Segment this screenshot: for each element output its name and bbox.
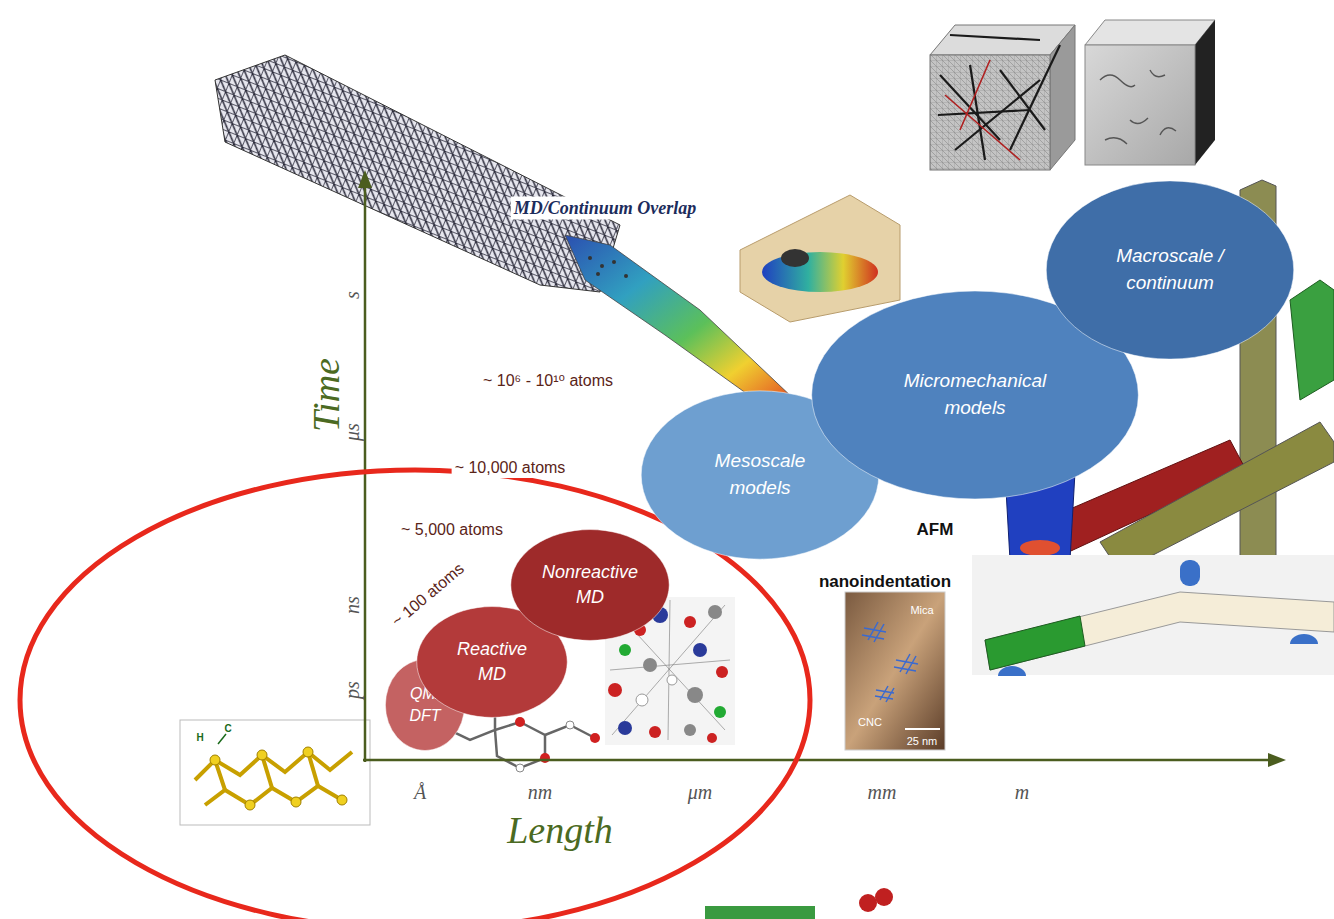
molecule-panel: [180, 720, 370, 825]
partial-figure: [705, 888, 893, 919]
atom-count: ~ 10⁶ - 10¹⁰ atoms: [483, 371, 613, 390]
node-label: Micromechanical models: [893, 368, 1058, 421]
axis-title: Time: [304, 358, 348, 432]
node-label: Macroscale / continuum: [1109, 243, 1231, 296]
axis-tick: ns: [341, 596, 364, 614]
axes: [358, 170, 1286, 767]
image-label: CNC: [858, 716, 882, 728]
axis-tick: nm: [528, 781, 552, 804]
axis-title: Length: [507, 808, 613, 852]
figure-title: MD/Continuum Overlap: [511, 197, 700, 220]
ellipse-shape: [510, 529, 670, 641]
axis-tick: m: [1015, 781, 1029, 804]
axis-tick: s: [341, 291, 364, 299]
node-label: Nonreactive MD: [530, 560, 650, 610]
crystal-lattice: [215, 55, 620, 292]
node-label: Mesoscale models: [704, 448, 816, 501]
axis-tick: Å: [414, 781, 426, 804]
crack-model: [740, 195, 900, 322]
method-label: AFM: [917, 520, 954, 540]
atom-count: ~ 10,000 atoms: [452, 458, 569, 478]
ellipse-shape: [1045, 180, 1295, 360]
atom-symbol: H: [196, 732, 203, 743]
composite-cubes: [930, 20, 1215, 170]
atom-count: ~ 5,000 atoms: [401, 521, 503, 539]
scale-ellipse: Nonreactive MD: [510, 529, 670, 641]
scale-ellipse: Macroscale / continuum: [1045, 180, 1295, 360]
scale-label: 25 nm: [907, 735, 938, 747]
axis-tick: ps: [341, 681, 364, 699]
image-label: Mica: [910, 604, 933, 616]
afm-image: [845, 592, 945, 750]
method-label: nanoindentation: [819, 572, 951, 592]
nanoindentation-beam: [972, 555, 1334, 676]
node-label: Reactive MD: [450, 637, 534, 687]
axis-tick: mm: [868, 781, 897, 804]
axis-tick: μm: [688, 781, 712, 804]
atom-symbol: C: [224, 723, 231, 734]
